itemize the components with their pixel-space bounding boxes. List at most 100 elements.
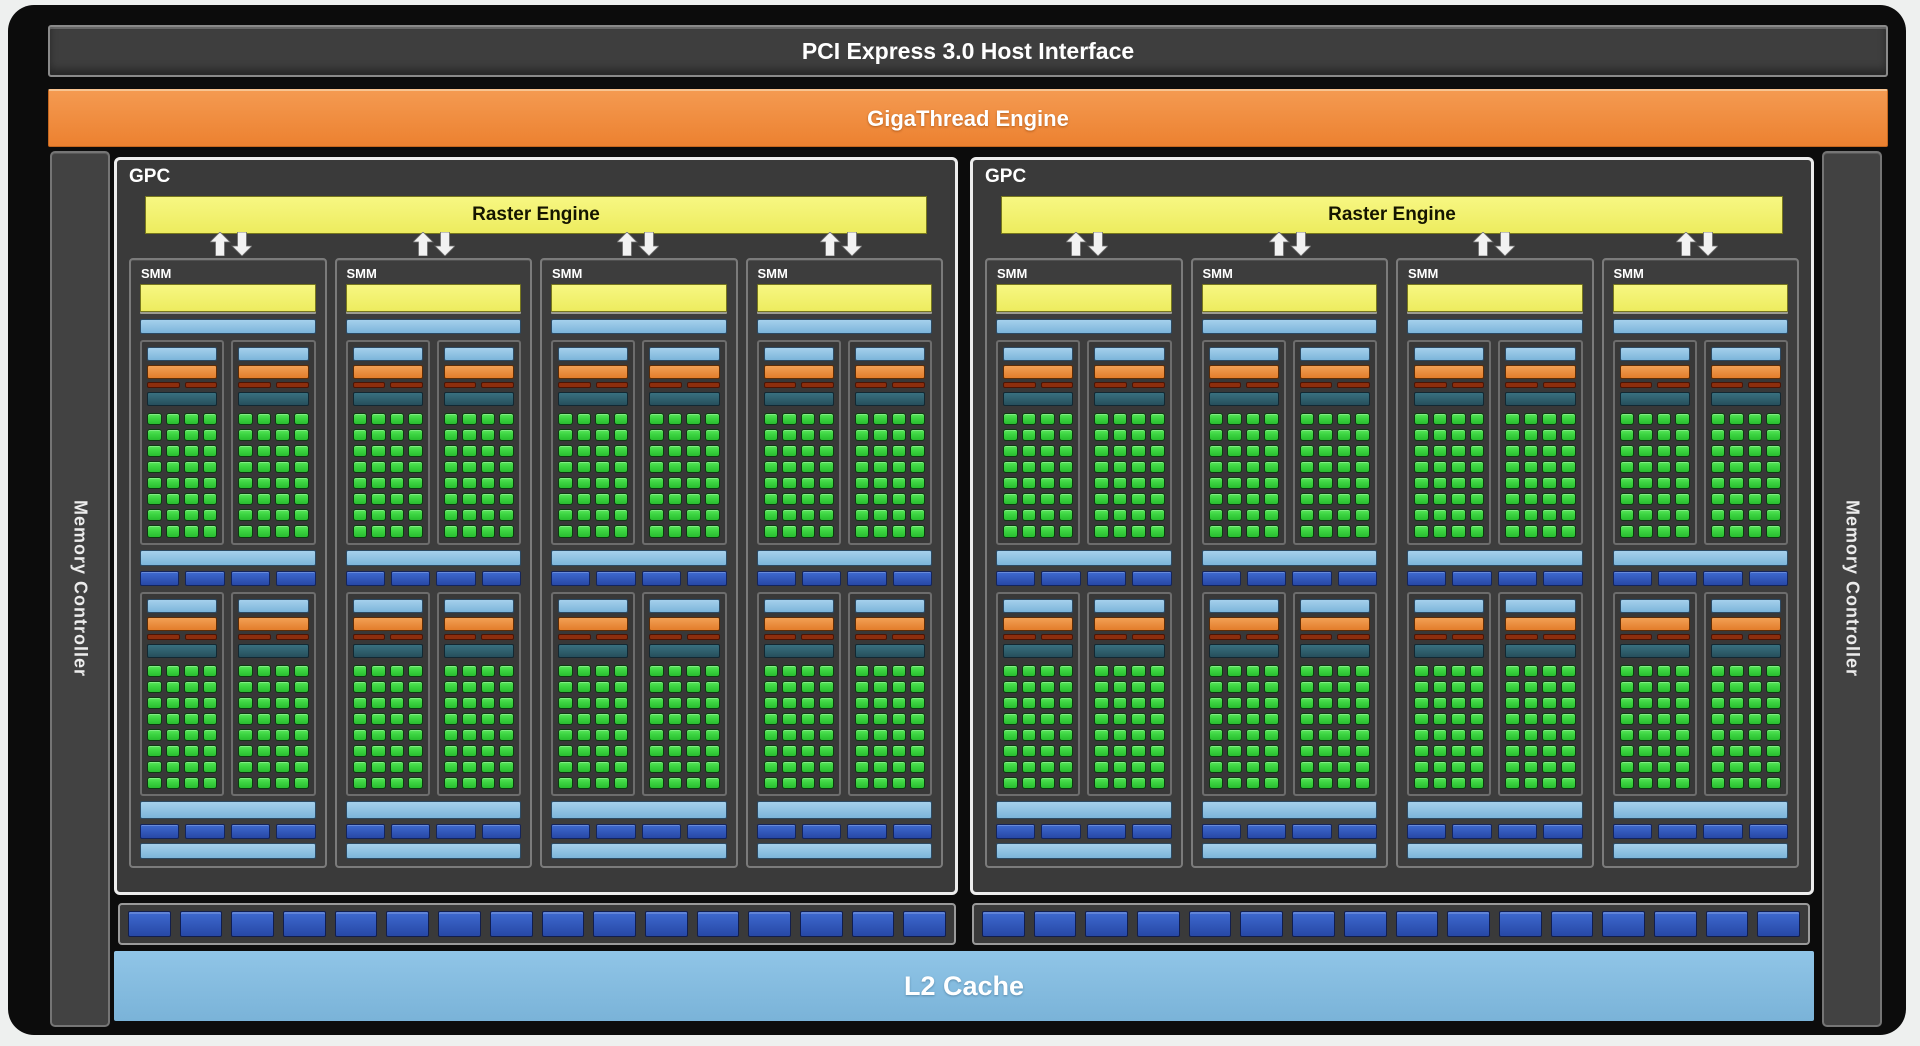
cuda-core <box>1451 664 1466 677</box>
cuda-core <box>1021 776 1037 789</box>
cuda-core <box>800 776 816 789</box>
dispatch-units-row <box>1208 633 1279 640</box>
texture-unit-segment <box>1703 824 1743 839</box>
cuda-core <box>1523 760 1539 773</box>
cuda-core <box>408 525 423 538</box>
cuda-core <box>202 461 218 474</box>
cuda-core <box>1523 413 1539 426</box>
warp-scheduler-bar <box>443 365 514 379</box>
rop-segment <box>1033 911 1077 937</box>
cuda-core <box>649 776 664 789</box>
cuda-core <box>462 445 477 458</box>
cuda-core <box>275 445 290 458</box>
cuda-core <box>1040 776 1055 789</box>
dispatch-units-row <box>147 382 218 388</box>
register-file-bar <box>1208 392 1279 406</box>
cuda-core <box>443 696 459 709</box>
cuda-core <box>408 461 423 474</box>
dispatch-units-row <box>558 382 629 388</box>
cuda-core <box>371 477 386 490</box>
cuda-core <box>1638 776 1653 789</box>
chip-outline: PCI Express 3.0 Host Interface GigaThrea… <box>8 5 1906 1035</box>
cuda-core <box>1021 664 1037 677</box>
instruction-cache-bar <box>1612 319 1788 334</box>
texture-unit-segment <box>1086 824 1127 839</box>
cuda-core <box>649 728 664 741</box>
flow-arrow-cell <box>1392 231 1596 256</box>
cuda-core <box>782 461 797 474</box>
cuda-core <box>1656 712 1672 725</box>
cuda-core <box>686 413 701 426</box>
cuda-core <box>1058 493 1074 506</box>
smm-block: SMM <box>1396 258 1594 868</box>
texture-unit-segment <box>1407 570 1447 586</box>
cuda-core <box>1542 429 1557 442</box>
cuda-core <box>389 461 405 474</box>
cuda-core <box>1245 728 1261 741</box>
core-grid <box>763 413 834 538</box>
cuda-core <box>1729 413 1744 426</box>
dispatch-unit-bar <box>443 382 477 388</box>
cuda-core <box>147 525 162 538</box>
cuda-core <box>782 413 797 426</box>
cuda-core <box>1414 477 1429 490</box>
cuda-core <box>1560 493 1576 506</box>
cuda-core <box>1414 493 1429 506</box>
texture-l1-cache-bar <box>551 801 727 819</box>
cuda-core <box>1264 760 1279 773</box>
cuda-core <box>763 776 779 789</box>
cuda-core <box>480 461 496 474</box>
cuda-core <box>389 760 405 773</box>
cuda-core <box>1208 445 1224 458</box>
dispatch-units-row <box>1619 382 1690 388</box>
cuda-core <box>184 696 199 709</box>
cuda-core <box>800 728 816 741</box>
cuda-core <box>667 509 683 522</box>
cuda-core <box>1299 429 1315 442</box>
core-grid <box>238 413 309 538</box>
cuda-core <box>558 696 573 709</box>
dispatch-unit-bar <box>686 633 720 640</box>
processing-block <box>551 591 636 796</box>
processing-block <box>847 591 932 796</box>
cuda-core <box>704 445 720 458</box>
cuda-core <box>819 664 834 677</box>
dispatch-unit-bar <box>1299 633 1333 640</box>
cuda-core <box>408 680 423 693</box>
cuda-core <box>1227 680 1242 693</box>
cuda-core <box>256 445 272 458</box>
cuda-core <box>462 413 477 426</box>
cuda-core <box>275 680 290 693</box>
cuda-core <box>1245 680 1261 693</box>
texture-unit-segment <box>847 824 887 839</box>
cuda-core <box>1245 525 1261 538</box>
cuda-core <box>408 728 423 741</box>
cuda-core <box>1003 445 1018 458</box>
cuda-core <box>371 744 386 757</box>
cuda-core <box>371 760 386 773</box>
cuda-core <box>704 664 720 677</box>
smm-label: SMM <box>346 266 377 281</box>
cuda-core <box>1505 445 1520 458</box>
cuda-core <box>1414 664 1429 677</box>
cuda-core <box>704 760 720 773</box>
texture-units-row <box>140 824 316 839</box>
rop-segment <box>1705 911 1749 937</box>
cuda-core <box>165 760 181 773</box>
cuda-core <box>595 445 610 458</box>
cuda-core <box>782 493 797 506</box>
cuda-core <box>558 477 573 490</box>
cuda-core <box>1336 776 1352 789</box>
texture-unit-segment <box>1657 824 1698 839</box>
dispatch-unit-bar <box>275 382 309 388</box>
cuda-core <box>1451 680 1466 693</box>
cuda-core <box>1432 525 1448 538</box>
cuda-core <box>1131 413 1146 426</box>
cuda-core <box>1336 509 1352 522</box>
cuda-core <box>147 760 162 773</box>
smm-block: SMM <box>540 258 738 868</box>
cuda-core <box>1542 760 1557 773</box>
cuda-core <box>800 525 816 538</box>
cuda-core <box>649 712 664 725</box>
instruction-buffer-bar <box>443 598 514 613</box>
